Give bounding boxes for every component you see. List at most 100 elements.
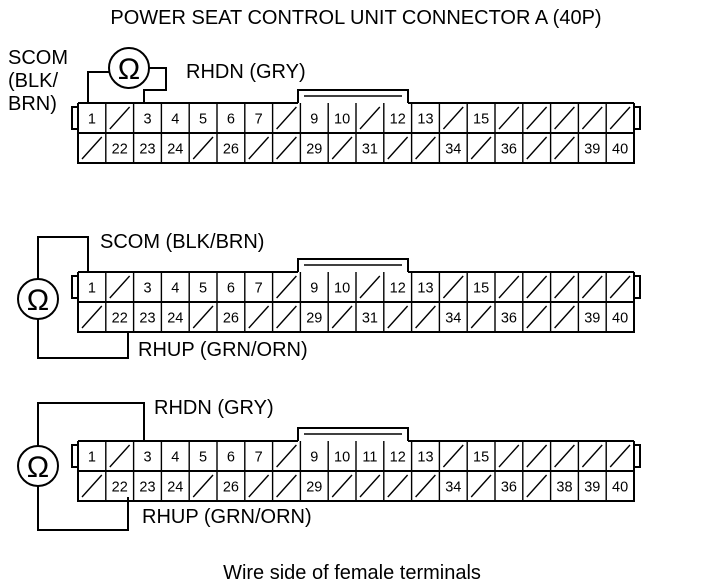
terminal-40: 40 — [612, 142, 628, 158]
probe-lead-rhup — [37, 319, 129, 359]
ohmmeter-test-2: Ω SCOM (BLK/BRN) RHUP (GRN/ORN) — [17, 231, 308, 361]
terminal-1: 1 — [88, 281, 96, 297]
empty-cavity-slash — [442, 444, 464, 468]
empty-cavity-slash — [109, 106, 131, 130]
empty-cavity-slash — [442, 275, 464, 299]
label-rhdn-gry: RHDN (GRY) — [154, 397, 274, 419]
terminal-12: 12 — [390, 112, 406, 128]
terminal-40: 40 — [612, 311, 628, 327]
empty-cavity-slash — [276, 305, 297, 329]
terminal-1: 1 — [88, 450, 96, 466]
connector-right-guide — [634, 444, 641, 468]
terminal-29: 29 — [306, 311, 322, 327]
connector-lock-tab — [297, 89, 409, 103]
terminal-26: 26 — [223, 480, 239, 496]
empty-cavity-slash — [109, 444, 131, 468]
empty-cavity-slash — [526, 444, 548, 468]
empty-cavity-slash — [248, 136, 270, 160]
terminal-4: 4 — [171, 450, 179, 466]
terminal-39: 39 — [584, 480, 600, 496]
empty-cavity-slash — [276, 444, 297, 468]
empty-cavity-slash — [581, 444, 603, 468]
empty-cavity-slash — [442, 106, 464, 130]
label-scom-blk-brn: SCOM (BLK/ BRN) — [8, 47, 74, 115]
empty-cavity-slash — [470, 136, 492, 160]
empty-cavity-slash — [359, 275, 381, 299]
empty-cavity-slash — [192, 305, 214, 329]
connector-lock-tab — [297, 427, 409, 441]
ohmmeter-icon — [108, 47, 150, 89]
terminal-24: 24 — [167, 311, 183, 327]
terminal-15: 15 — [473, 281, 489, 297]
empty-cavity-slash — [331, 474, 353, 498]
empty-cavity-slash — [415, 474, 436, 498]
ohmmeter-test-1: Ω SCOM (BLK/ BRN) RHDN (GRY) — [8, 47, 306, 115]
empty-cavity-slash — [331, 305, 353, 329]
ohmmeter-icon — [17, 278, 59, 320]
terminal-9: 9 — [310, 281, 318, 297]
ohm-symbol: Ω — [27, 284, 49, 317]
terminal-34: 34 — [445, 311, 461, 327]
terminal-36: 36 — [501, 142, 517, 158]
empty-cavity-slash — [109, 275, 131, 299]
empty-cavity-slash — [192, 136, 214, 160]
empty-cavity-slash — [359, 106, 381, 130]
terminal-7: 7 — [255, 450, 263, 466]
caption-wire-side: Wire side of female terminals — [223, 562, 481, 584]
empty-cavity-slash — [609, 444, 631, 468]
terminal-6: 6 — [227, 450, 235, 466]
terminal-5: 5 — [199, 112, 207, 128]
empty-cavity-slash — [276, 474, 297, 498]
terminal-12: 12 — [390, 450, 406, 466]
terminal-13: 13 — [417, 450, 433, 466]
empty-cavity-slash — [526, 474, 548, 498]
empty-cavity-slash — [526, 275, 548, 299]
empty-cavity-slash — [470, 474, 492, 498]
terminal-31: 31 — [362, 142, 378, 158]
empty-cavity-slash — [526, 305, 548, 329]
terminal-6: 6 — [227, 281, 235, 297]
terminal-12: 12 — [390, 281, 406, 297]
terminal-23: 23 — [139, 142, 155, 158]
terminal-10: 10 — [334, 450, 350, 466]
terminal-4: 4 — [171, 281, 179, 297]
terminal-36: 36 — [501, 311, 517, 327]
terminal-34: 34 — [445, 480, 461, 496]
empty-cavity-slash — [81, 474, 103, 498]
empty-cavity-slash — [415, 136, 436, 160]
label-rhup-grn-orn: RHUP (GRN/ORN) — [142, 506, 312, 528]
label-scom-blk-brn: SCOM (BLK/BRN) — [100, 231, 264, 253]
terminal-15: 15 — [473, 450, 489, 466]
probe-lead-rhdn — [37, 402, 145, 446]
empty-cavity-slash — [359, 474, 381, 498]
empty-cavity-slash — [192, 474, 214, 498]
empty-cavity-slash — [554, 305, 575, 329]
terminal-9: 9 — [310, 450, 318, 466]
connector-lock-tab — [297, 258, 409, 272]
empty-cavity-slash — [526, 136, 548, 160]
empty-cavity-slash — [387, 136, 409, 160]
empty-cavity-slash — [248, 305, 270, 329]
diagram-title: POWER SEAT CONTROL UNIT CONNECTOR A (40P… — [110, 7, 601, 29]
empty-cavity-slash — [526, 106, 548, 130]
empty-cavity-slash — [331, 136, 353, 160]
terminal-22: 22 — [112, 311, 128, 327]
empty-cavity-slash — [276, 136, 297, 160]
terminal-7: 7 — [255, 281, 263, 297]
terminal-39: 39 — [584, 142, 600, 158]
empty-cavity-slash — [276, 106, 297, 130]
terminal-13: 13 — [417, 281, 433, 297]
connector-left-guide — [71, 106, 78, 130]
probe-lead-scom — [87, 71, 110, 103]
empty-cavity-slash — [609, 275, 631, 299]
ohmmeter-icon — [17, 445, 59, 487]
connector-left-guide — [71, 275, 78, 299]
terminal-23: 23 — [139, 311, 155, 327]
terminal-34: 34 — [445, 142, 461, 158]
terminal-4: 4 — [171, 112, 179, 128]
probe-lead-rhup — [37, 486, 129, 531]
terminal-29: 29 — [306, 142, 322, 158]
